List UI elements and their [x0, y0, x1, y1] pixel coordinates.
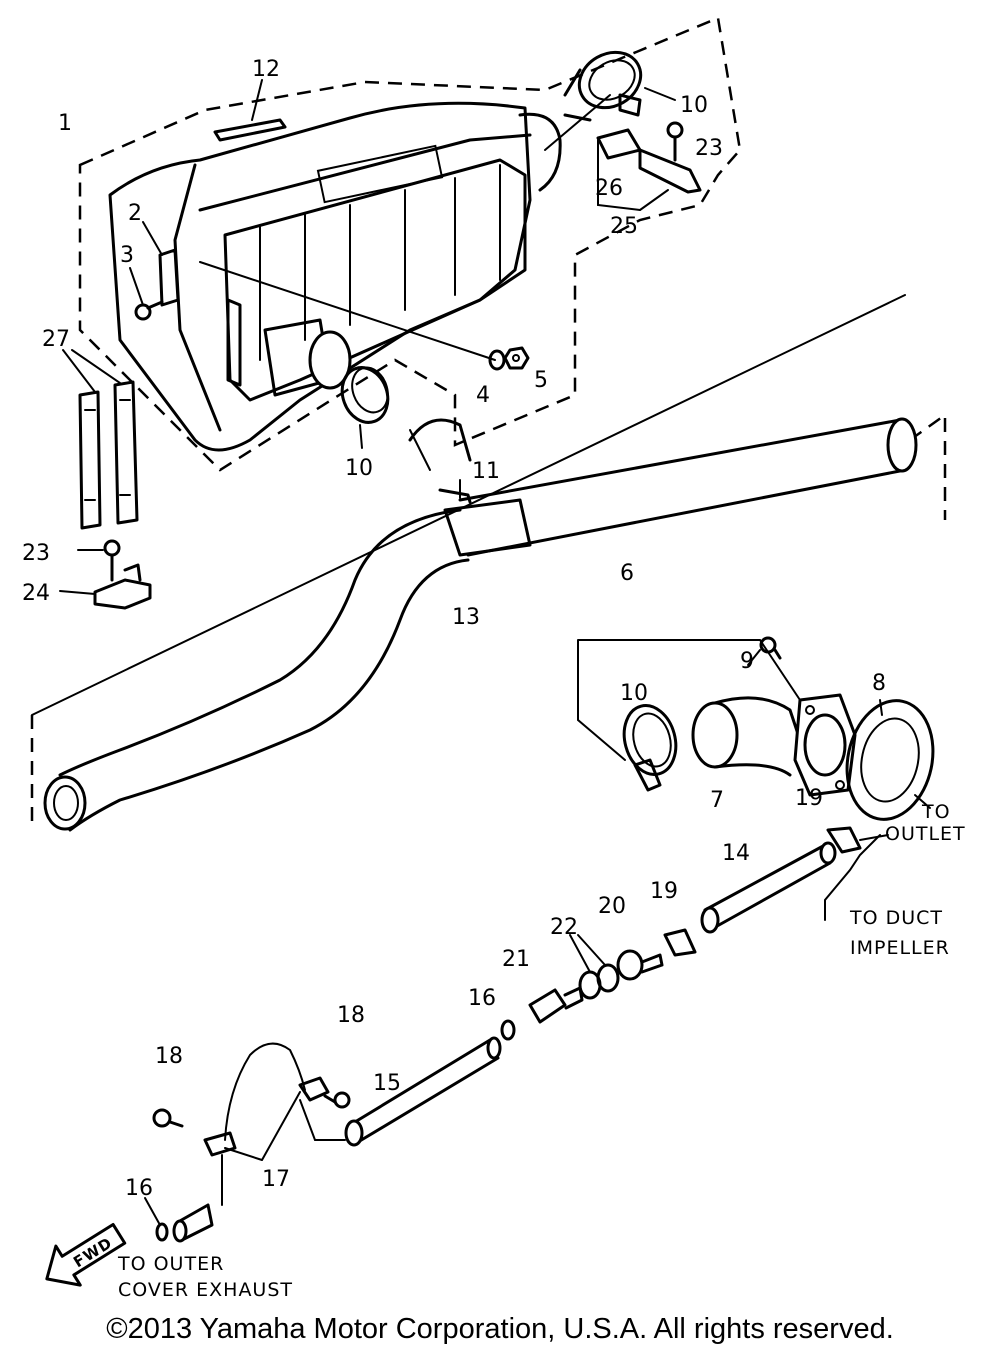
- part-8-gasket: [845, 699, 935, 821]
- callout-18-right: 18: [337, 1003, 365, 1028]
- callout-25: 25: [610, 214, 638, 239]
- part-18-bolt-right: [323, 1091, 351, 1109]
- callout-2: 2: [128, 201, 142, 226]
- callout-5: 5: [534, 368, 548, 393]
- callout-20: 20: [598, 894, 626, 919]
- part-12-cover-plate: [213, 79, 287, 142]
- part-26-pad: [596, 128, 642, 160]
- guide-line-long: [31, 294, 906, 716]
- leader-clamp-to-box: [544, 94, 611, 151]
- callout-12: 12: [252, 57, 280, 82]
- callout-10-outlet: 10: [620, 681, 648, 706]
- part-6-hose: [408, 417, 918, 557]
- part-16-ring-upper: [500, 1019, 516, 1041]
- fwd-arrow-icon: FWD: [45, 1222, 127, 1287]
- callout-9: 9: [740, 649, 754, 674]
- part-10-clamp-lower: [340, 366, 390, 449]
- callout-11: 11: [472, 459, 500, 484]
- callout-10-lower: 10: [345, 456, 373, 481]
- callout-23-lower: 23: [22, 541, 50, 566]
- callout-27: 27: [42, 327, 70, 352]
- callout-15: 15: [373, 1071, 401, 1096]
- callout-14: 14: [722, 841, 750, 866]
- part-20-bushing: [616, 949, 664, 981]
- part-11-band-clamp: [438, 479, 532, 557]
- airbox-body: [108, 101, 562, 452]
- callout-16-lower: 16: [125, 1176, 153, 1201]
- callout-23-upper: 23: [695, 136, 723, 161]
- part-25-bracket: [597, 139, 702, 211]
- note-to-duct-line1: TO DUCT: [849, 907, 943, 929]
- callout-8: 8: [872, 671, 886, 696]
- airbox-dashed-outline: [78, 16, 742, 472]
- callout-22: 22: [550, 915, 578, 940]
- callout-13: 13: [452, 605, 480, 630]
- part-24-bracket: [59, 563, 152, 610]
- note-to-outlet-line1: TO: [921, 801, 951, 823]
- part-19-clip-lower: [663, 928, 697, 957]
- leader-2-to-4: [199, 261, 496, 361]
- callout-16-upper: 16: [468, 986, 496, 1011]
- part-10-clamp-outlet: [622, 704, 678, 792]
- part-27-straps: [62, 349, 139, 530]
- part-15-hose: [344, 1036, 502, 1147]
- part-21-fitting: [528, 986, 584, 1024]
- note-to-duct-line2: IMPELLER: [850, 937, 950, 959]
- part-22-washers: [569, 934, 620, 1000]
- callout-18-left: 18: [155, 1044, 183, 1069]
- part-16-ring-lower: [144, 1197, 169, 1242]
- part-5-nut: [503, 346, 530, 370]
- callout-1: 1: [58, 111, 72, 136]
- part-9-bolt: [747, 636, 782, 666]
- callout-19-upper: 19: [795, 786, 823, 811]
- part-23-bolt-upper: [666, 121, 684, 162]
- note-to-outer-line1: TO OUTER: [117, 1253, 224, 1275]
- part-7-elbow: [691, 696, 802, 777]
- callout-6: 6: [620, 561, 634, 586]
- part-4-washer: [488, 349, 506, 371]
- callout-4: 4: [476, 383, 490, 408]
- note-to-outer-line2: COVER EXHAUST: [118, 1279, 293, 1301]
- part-17-tee-left: [203, 1091, 301, 1206]
- part-3-bolt: [129, 267, 164, 321]
- outlet-connector-line: [824, 834, 881, 921]
- callout-3: 3: [120, 243, 134, 268]
- callout-19-lower: 19: [650, 879, 678, 904]
- part-10-clamp-upper: [563, 50, 676, 122]
- part-18-bolt-left: [152, 1108, 184, 1128]
- callout-10-upper: 10: [680, 93, 708, 118]
- callout-7: 7: [710, 788, 724, 813]
- outer-cover-hose-stub: [172, 1203, 214, 1243]
- callout-26: 26: [595, 176, 623, 201]
- routing-notes: TO OUTLET TO DUCT IMPELLER TO OUTER COVE…: [117, 801, 966, 1301]
- copyright-notice: ©2013 Yamaha Motor Corporation, U.S.A. A…: [106, 1313, 894, 1345]
- part-14-hose: [700, 841, 837, 934]
- part-23-bolt-lower: [77, 539, 121, 582]
- part-2-bracket: [142, 221, 180, 307]
- callout-labels: 1 2 3 4 5 6 7 8 9 10 10 10 11 12 13 14 1…: [22, 57, 886, 1201]
- part-13-hose-bend: [43, 508, 470, 832]
- outlet-group-box: [577, 639, 801, 761]
- callout-21: 21: [502, 947, 530, 972]
- note-to-outlet-line2: OUTLET: [885, 823, 966, 845]
- part-19-clip-upper: [826, 826, 889, 854]
- part-outlet-flange: [793, 693, 857, 797]
- callout-24: 24: [22, 581, 50, 606]
- part-17-tee-right: [224, 1042, 330, 1141]
- callout-17: 17: [262, 1167, 290, 1192]
- fitting-connector-line: [299, 1099, 346, 1141]
